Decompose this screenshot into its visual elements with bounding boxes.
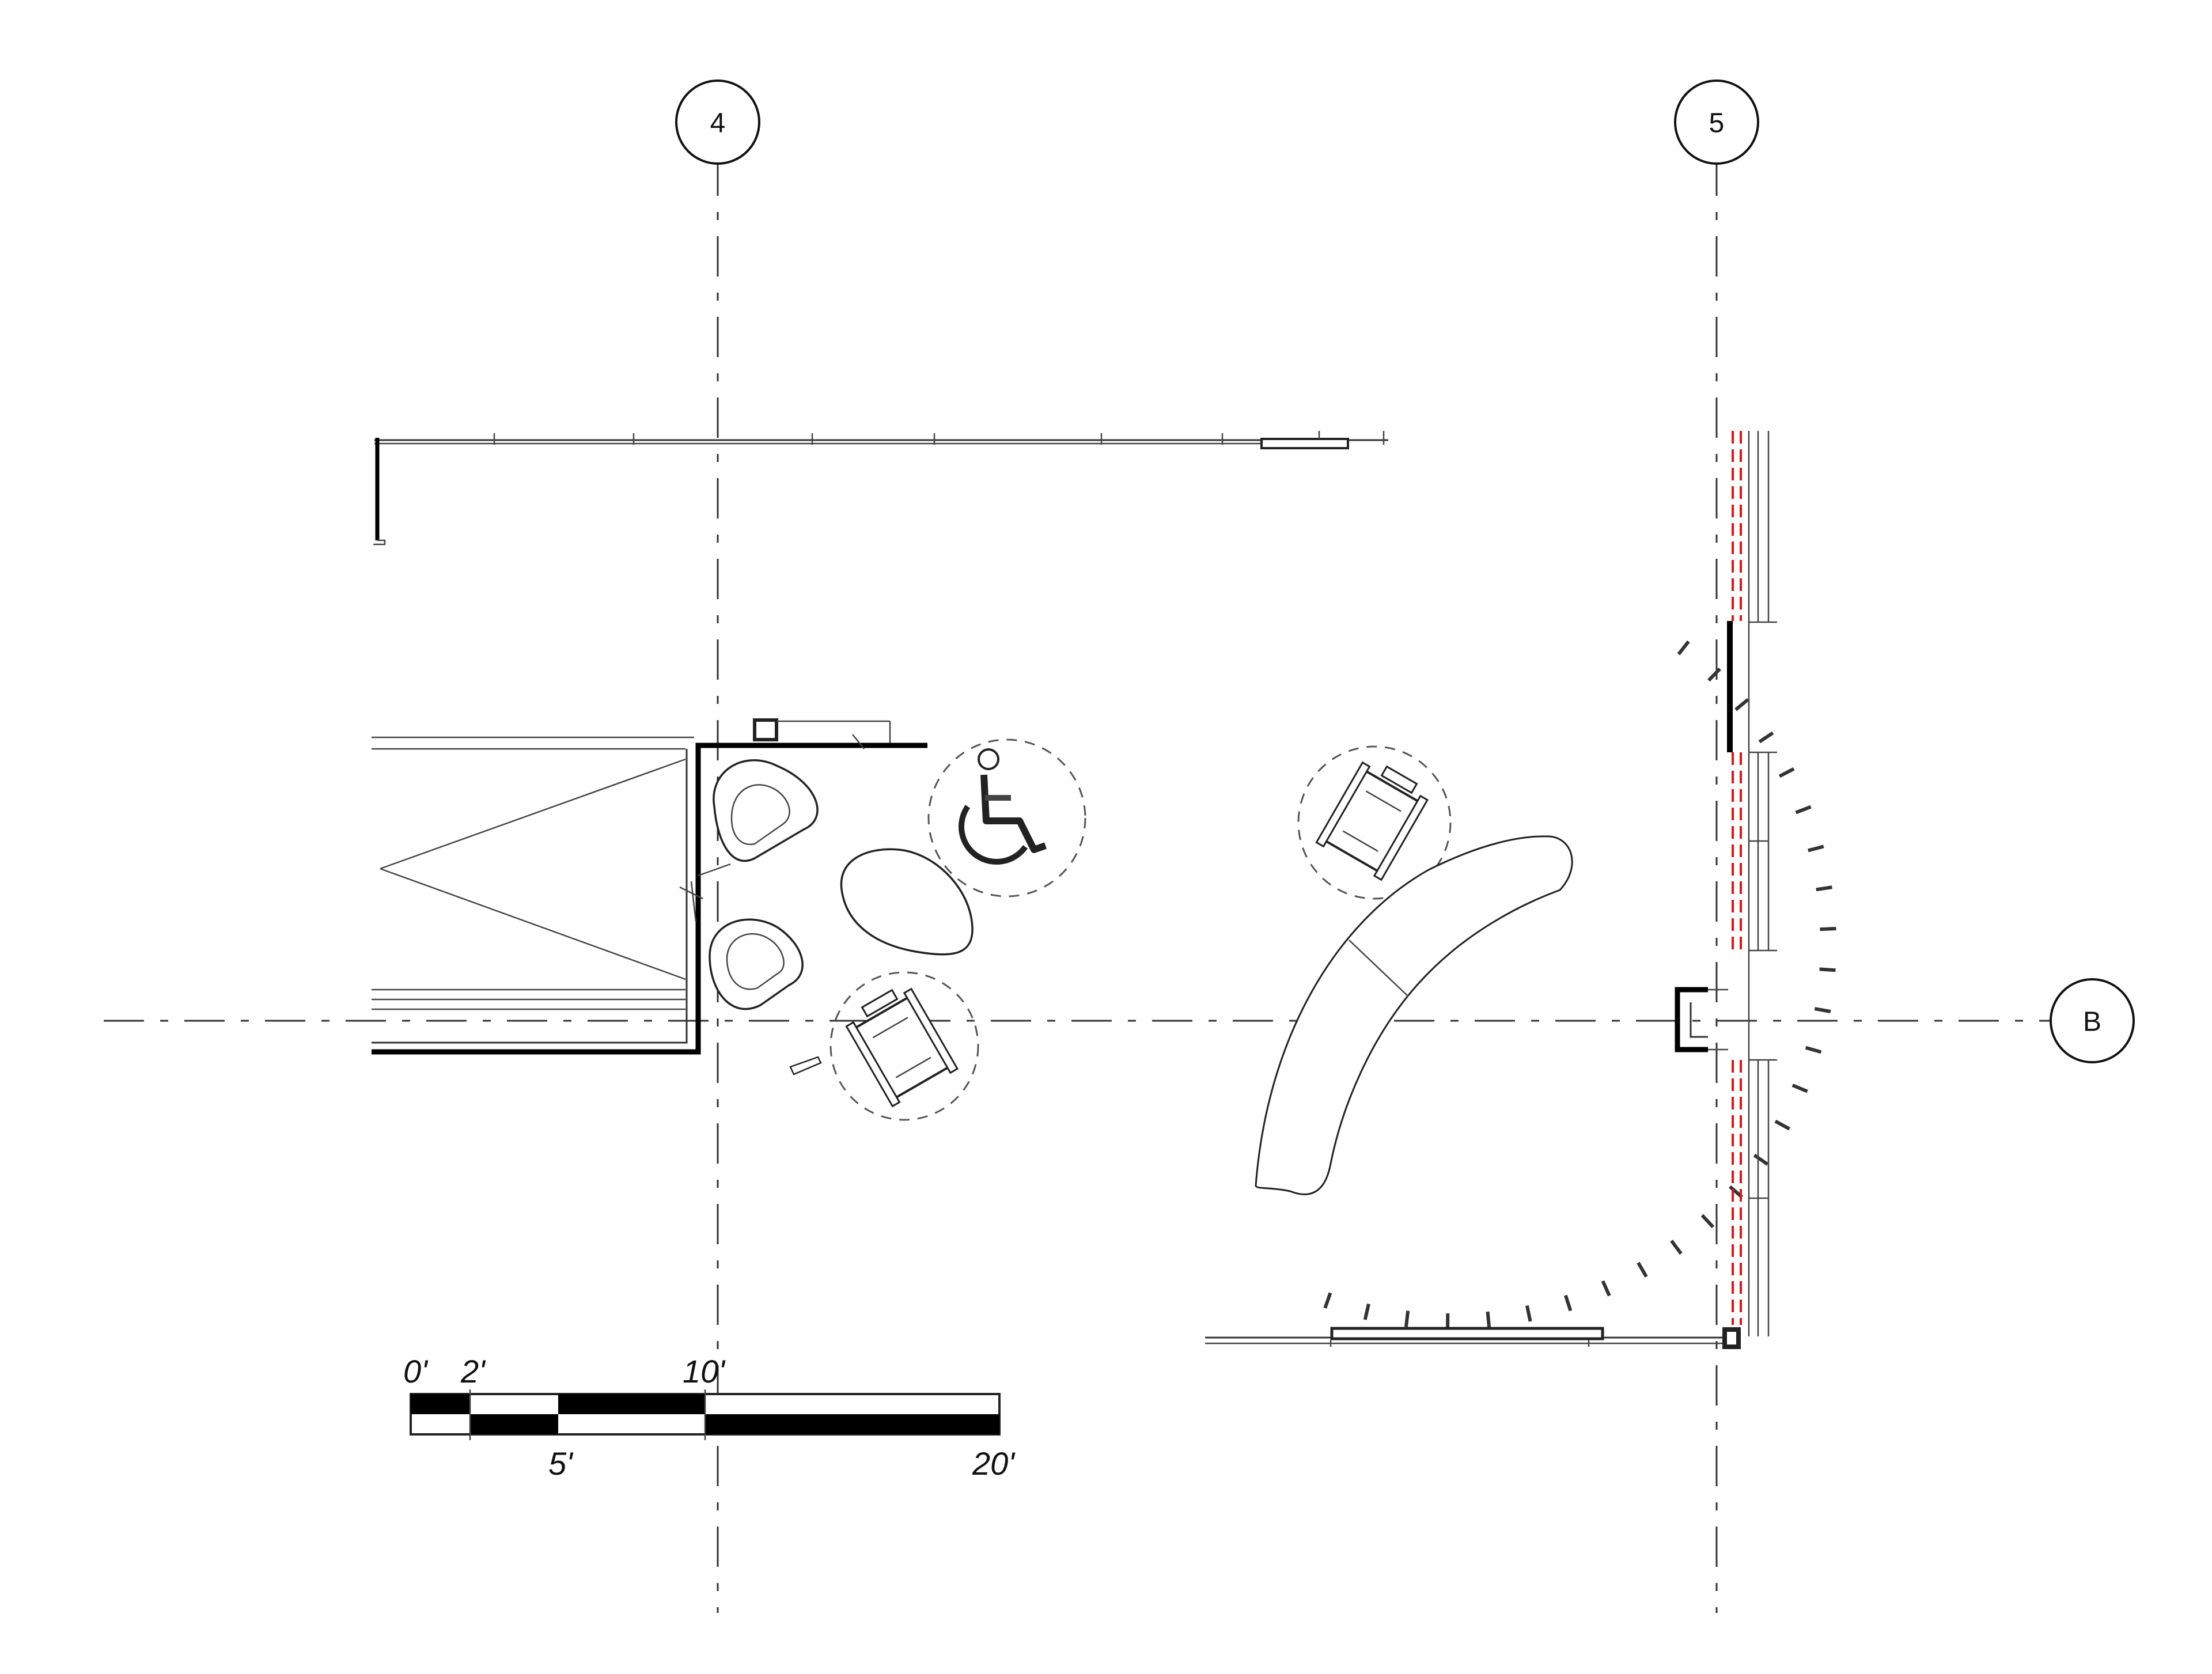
arc-tick [1808, 844, 1824, 853]
structural-column [1675, 987, 1728, 1052]
bottom-door-threshold [1330, 1327, 1604, 1340]
scale-seg-2-5-bottom [470, 1414, 558, 1434]
arc-tick [1601, 1280, 1611, 1297]
door-swing-small [679, 881, 822, 1075]
curved-reception-desk [1255, 835, 1573, 1195]
scale-label-10: 10' [683, 1353, 726, 1389]
scale-label-2: 2' [460, 1353, 486, 1389]
door-swing-arc [1323, 640, 1836, 1330]
reception-counter-block [753, 718, 778, 741]
scale-seg-0-2-top [411, 1394, 470, 1414]
arc-tick [1758, 731, 1774, 744]
upper-door-threshold [1260, 438, 1349, 449]
arc-tick [1734, 698, 1749, 711]
wheelchair-plan-icon-upper [1297, 745, 1452, 900]
grid-lines [104, 156, 2051, 1613]
arc-tick [1805, 1046, 1822, 1054]
grid-label-5: 5 [1709, 108, 1725, 139]
arc-tick [1795, 805, 1812, 815]
scale-seg-10-20-bottom [705, 1414, 999, 1434]
arc-tick [1525, 1305, 1532, 1322]
arc-tick [1486, 1311, 1491, 1328]
mullion-ticks [493, 431, 1385, 445]
arc-tick [1563, 1294, 1573, 1312]
right-curtain-wall [1727, 431, 1777, 1336]
arc-tick [1404, 1311, 1410, 1327]
arc-tick [1700, 1214, 1715, 1229]
arc-tick [1323, 1292, 1332, 1309]
arc-tick [1814, 1007, 1831, 1013]
scale-label-20: 20' [972, 1445, 1016, 1482]
arc-tick [1819, 967, 1836, 972]
arc-tick [1677, 640, 1690, 656]
lounge-chair-upper [698, 759, 819, 877]
arc-tick [1670, 1240, 1683, 1255]
arc-tick [1707, 668, 1721, 682]
lounge-chair-lower [709, 918, 804, 1010]
arc-tick [1816, 885, 1832, 892]
scale-label-5: 5' [548, 1445, 574, 1482]
grid-label-4: 4 [710, 108, 726, 139]
bottom-wall [1205, 1327, 1741, 1349]
wheelchair-accessibility-icon [927, 738, 1086, 897]
wheelchair-plan-icon-lower [830, 971, 979, 1121]
scale-label-0: 0' [403, 1353, 429, 1389]
grid-bubble-b: B [2050, 978, 2135, 1063]
grid-bubble-4: 4 [675, 79, 760, 167]
grid-bubble-5: 5 [1674, 79, 1759, 165]
arc-tick [1791, 1084, 1808, 1093]
side-table-oval [840, 848, 974, 956]
scale-seg-5-10-top [558, 1394, 705, 1414]
grid-label-b: B [2083, 1007, 2101, 1037]
arc-tick [1637, 1262, 1648, 1278]
arc-tick [1778, 767, 1795, 778]
scale-bar: 0' 2' 10' 5' 20' [403, 1353, 1016, 1482]
arc-tick [1774, 1119, 1790, 1131]
arc-tick [1753, 1153, 1769, 1166]
corridor [372, 718, 927, 1055]
upper-wall [373, 431, 1388, 546]
arc-tick [1363, 1303, 1370, 1320]
